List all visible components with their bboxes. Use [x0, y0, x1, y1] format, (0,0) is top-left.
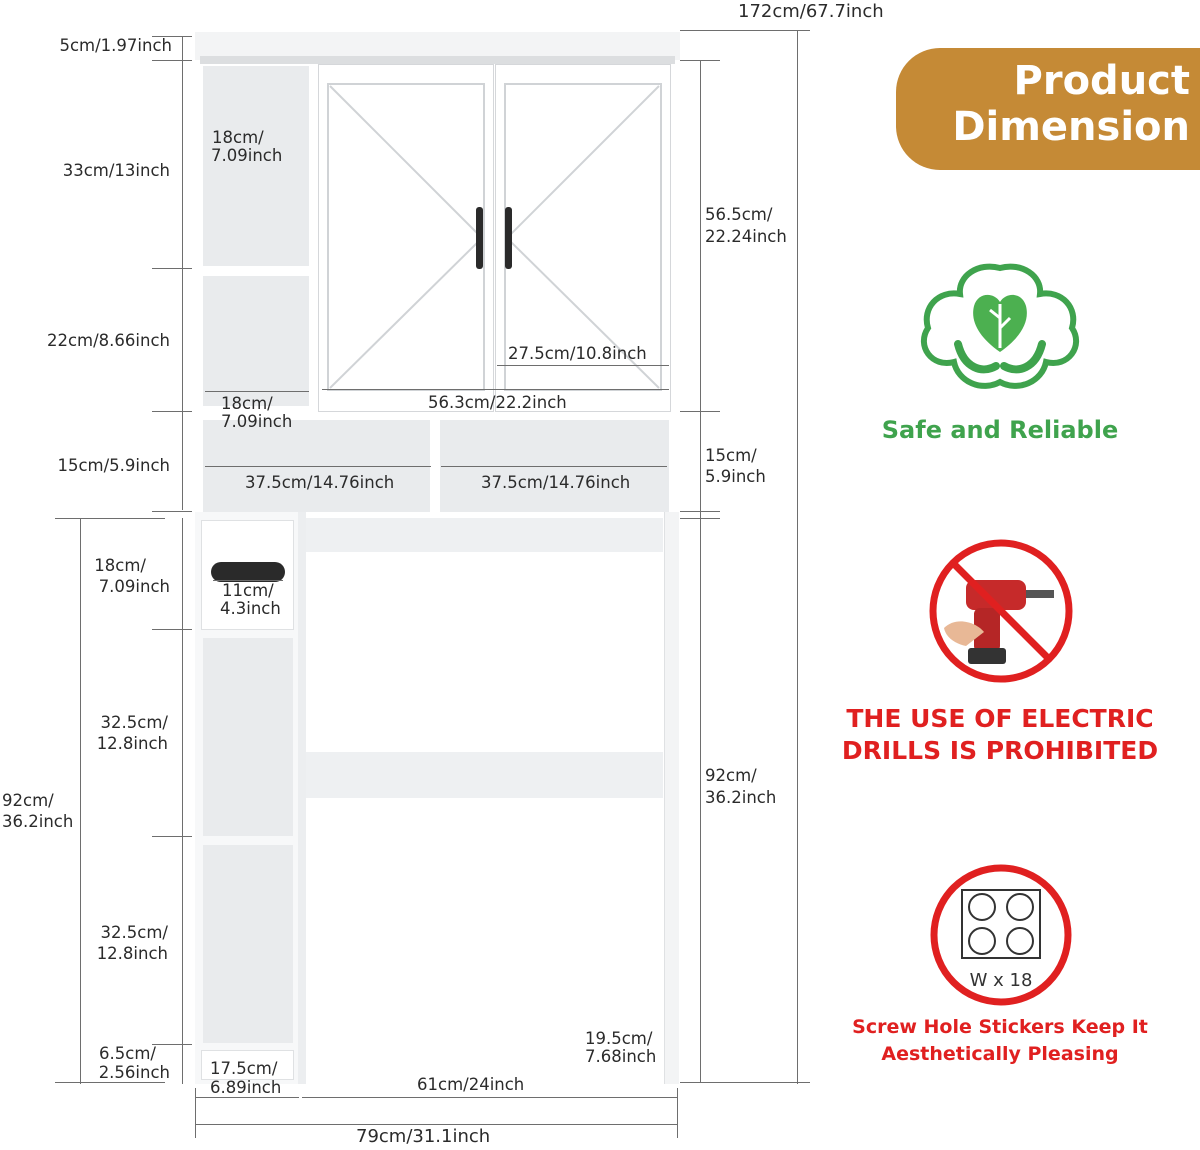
- dim-side-width-a2: 7.09inch: [211, 146, 283, 165]
- dim-handle-1: 11cm/: [222, 581, 274, 600]
- leaf-hands-icon: [920, 263, 1080, 389]
- cabinet-top-rim: [200, 56, 675, 64]
- page-title: Product Dimension: [910, 58, 1190, 150]
- cabinet-top-cap: [195, 32, 680, 60]
- door-barn-pattern: [327, 83, 662, 391]
- right-leg: [664, 512, 679, 1084]
- screw-sticker-icon: [930, 864, 1072, 1006]
- base-kick: [201, 1050, 294, 1080]
- dim-open-shelf-right-1: 15cm/: [705, 446, 757, 465]
- dim-leg-depth-2: 7.68inch: [585, 1047, 657, 1066]
- drawer-handle: [211, 562, 285, 582]
- sticker-line-1: Screw Hole Stickers Keep It: [852, 1016, 1148, 1038]
- dim-inner-width: 61cm/24inch: [417, 1075, 525, 1094]
- dim-right-lower-2: 36.2inch: [705, 788, 777, 807]
- no-drill-icon: [929, 539, 1073, 683]
- dim-middle-shelf: 22cm/8.66inch: [46, 331, 170, 350]
- back-rail-top: [305, 518, 663, 552]
- dim-right-lower-1: 92cm/: [705, 766, 757, 785]
- sticker-line-2: Aesthetically Pleasing: [881, 1043, 1119, 1065]
- dim-top-trim: 5cm/1.97inch: [59, 36, 172, 55]
- dim-base-1: 6.5cm/: [99, 1044, 156, 1063]
- back-rail-mid: [305, 752, 663, 798]
- dim-lower-shelf-b-1: 32.5cm/: [100, 923, 168, 942]
- middle-side-shelf: [203, 276, 309, 406]
- dim-open-shelf-right-2: 5.9inch: [705, 467, 766, 486]
- title-line-2: Dimension: [952, 104, 1190, 150]
- dim-upper-shelf: 33cm/13inch: [62, 161, 170, 180]
- dim-lower-shelf-a-1: 32.5cm/: [100, 713, 168, 732]
- dim-base-2: 2.56inch: [98, 1063, 170, 1082]
- dim-side-width-b1: 18cm/: [221, 394, 273, 413]
- dim-base-width-2: 6.89inch: [210, 1078, 282, 1097]
- lower-shelf-a: [203, 638, 293, 836]
- drill-warning-line-1: THE USE OF ELECTRIC: [846, 704, 1154, 733]
- dim-lower-total-2: 36.2inch: [2, 812, 74, 831]
- dim-open-width-right: 37.5cm/14.76inch: [481, 473, 631, 492]
- sticker-count: W x 18: [969, 970, 1033, 991]
- dim-handle-2: 4.3inch: [220, 599, 281, 618]
- dim-open-width-left: 37.5cm/14.76inch: [245, 473, 395, 492]
- dim-lower-shelf-b-2: 12.8inch: [96, 944, 168, 963]
- dim-lower-total-1: 92cm/: [2, 791, 54, 810]
- cabinet-left-door: [318, 64, 494, 412]
- safe-label: Safe and Reliable: [881, 416, 1119, 444]
- dim-cabinet-width: 56.3cm/22.2inch: [428, 393, 567, 412]
- dim-drawer-height-2: 7.09inch: [98, 577, 170, 596]
- dim-drawer-height-1: 18cm/: [94, 556, 146, 575]
- lower-shelf-b: [203, 845, 293, 1043]
- dim-side-width-b2: 7.09inch: [221, 412, 293, 431]
- cabinet-right-door: [495, 64, 671, 412]
- dim-open-shelf-left: 15cm/5.9inch: [57, 456, 170, 475]
- dim-door-section-1: 56.5cm/: [705, 205, 773, 224]
- dim-door-section-2: 22.24inch: [705, 227, 787, 246]
- dim-side-width-a1: 18cm/: [212, 128, 264, 147]
- door-handle-left: [476, 207, 483, 269]
- upper-side-shelf: [203, 66, 309, 266]
- door-handle-right: [505, 207, 512, 269]
- title-line-1: Product: [1013, 58, 1190, 104]
- dim-lower-shelf-a-2: 12.8inch: [96, 734, 168, 753]
- left-leg-edge: [298, 512, 306, 1084]
- drill-warning-line-2: DRILLS IS PROHIBITED: [841, 736, 1159, 765]
- dim-base-width-1: 17.5cm/: [210, 1059, 278, 1078]
- dim-leg-depth-1: 19.5cm/: [585, 1029, 653, 1048]
- dim-total-width: 79cm/31.1inch: [356, 1126, 491, 1147]
- title-badge: [896, 48, 1200, 170]
- dim-door-width: 27.5cm/10.8inch: [508, 344, 647, 363]
- dim-total-height: 172cm/67.7inch: [738, 1, 884, 22]
